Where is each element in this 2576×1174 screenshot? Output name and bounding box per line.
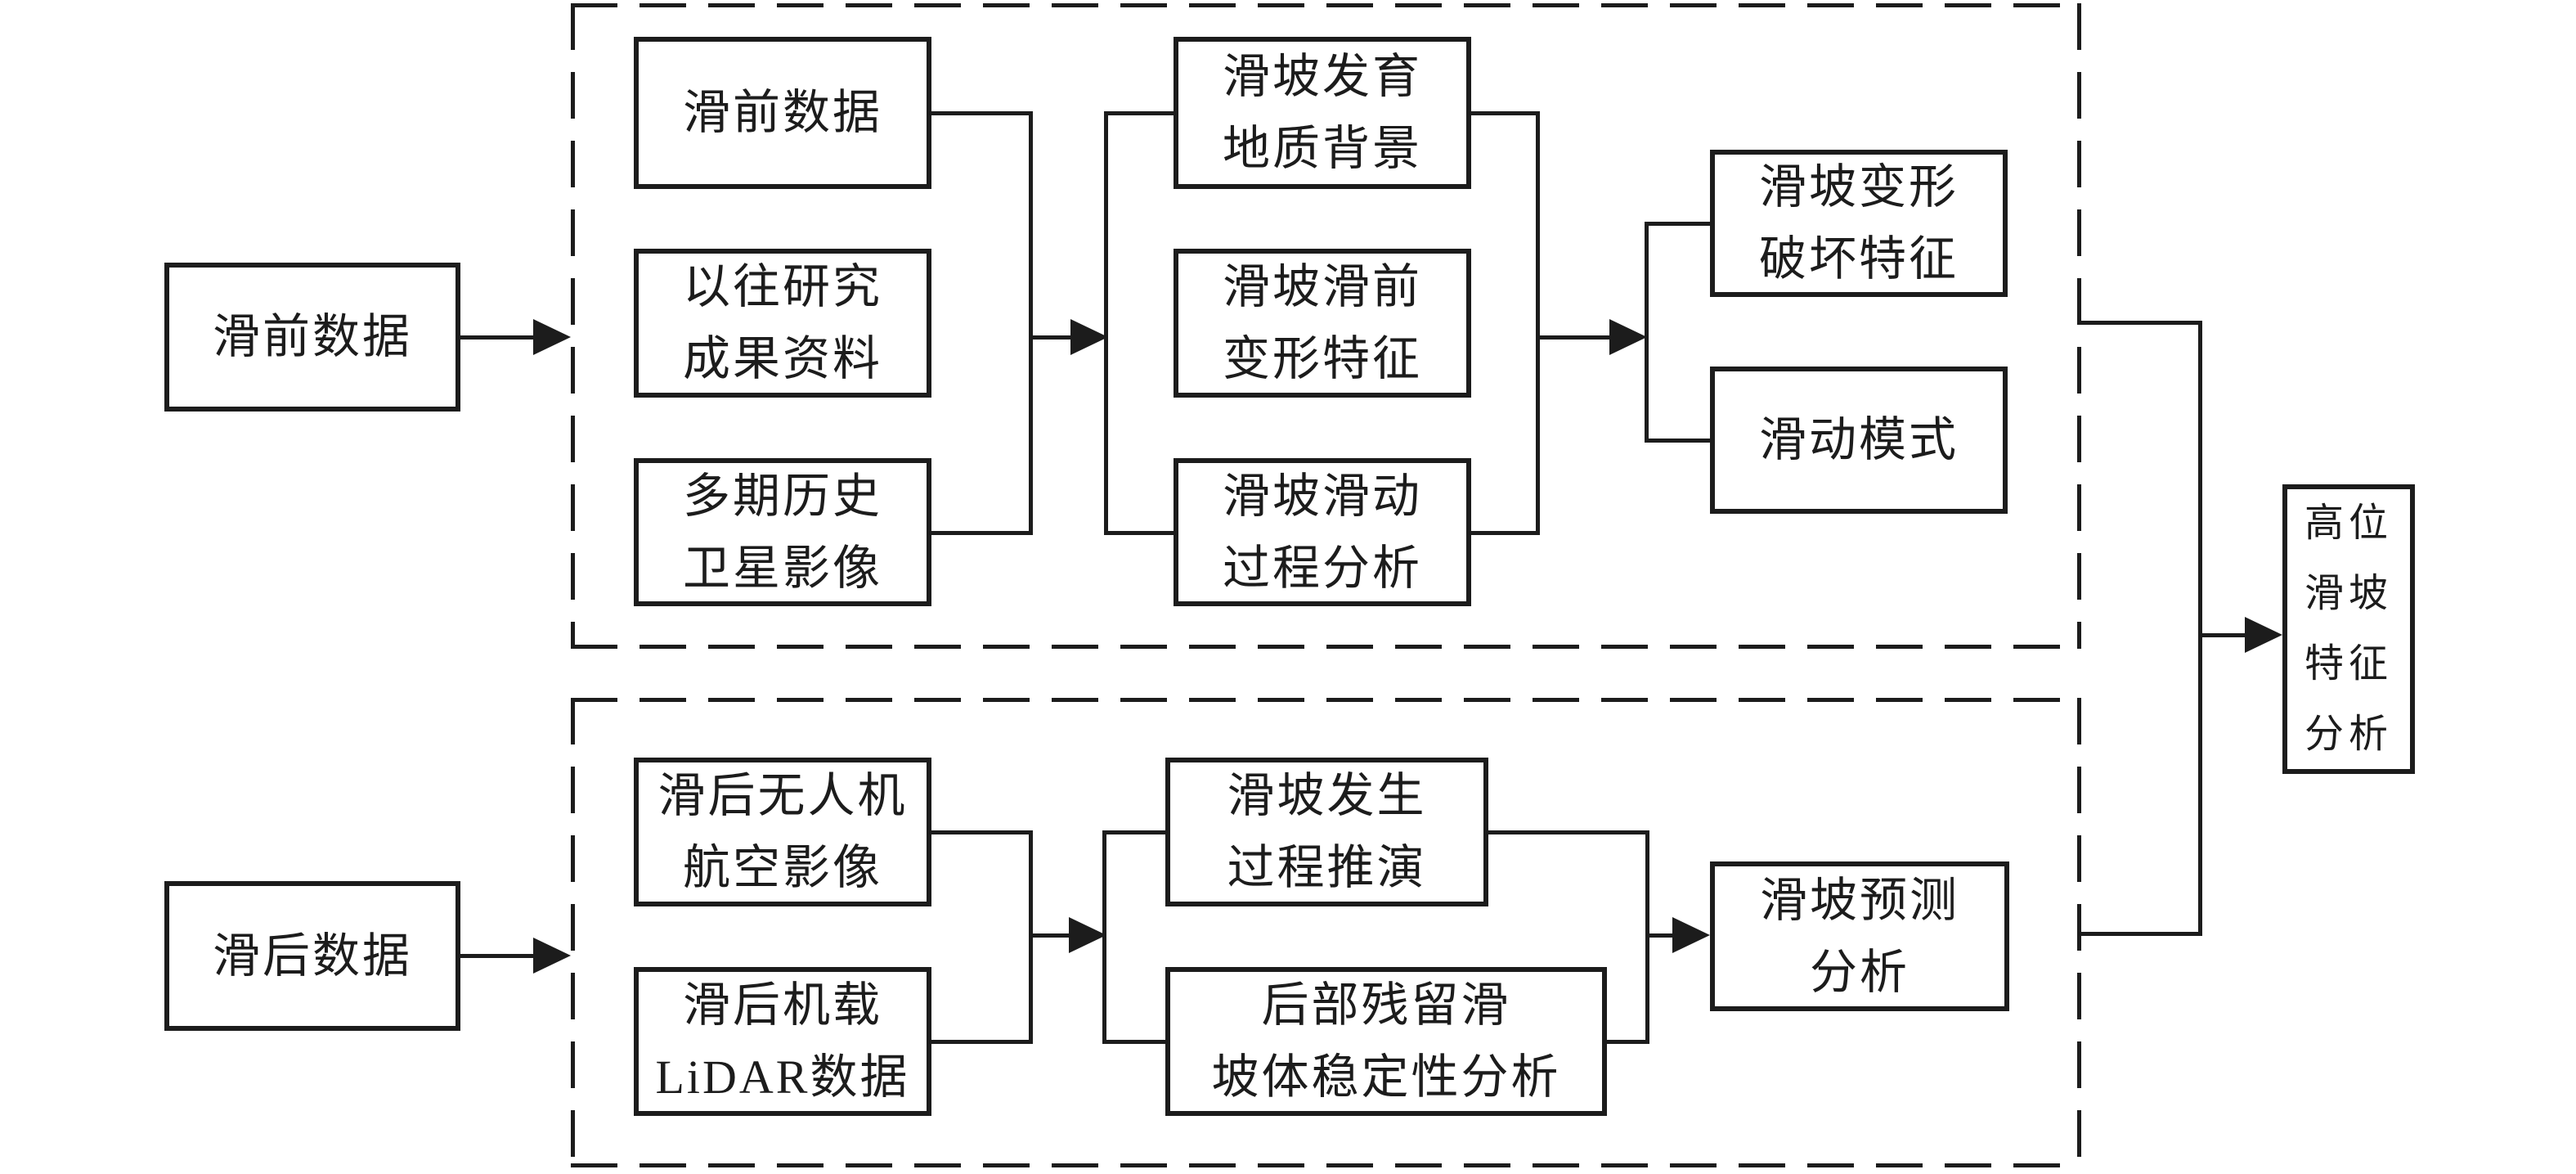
arrow-right-icon xyxy=(1672,917,1710,953)
connector-line xyxy=(1029,111,1033,535)
box-label: 滑后无人机 航空影像 xyxy=(657,769,908,894)
connector-line xyxy=(2077,932,2201,936)
connector-line xyxy=(1645,222,1649,443)
arrow-right-icon xyxy=(2245,617,2282,653)
connector-line xyxy=(1106,1040,1165,1044)
dashed-border-top xyxy=(571,698,2081,702)
dashed-border-right xyxy=(2077,3,2081,649)
connector-line xyxy=(460,335,536,340)
connector-line xyxy=(931,830,1033,834)
box-uav-aerial-images: 滑后无人机 航空影像 xyxy=(634,758,931,906)
box-label: 滑坡发生 过程推演 xyxy=(1227,769,1427,894)
box-historical-satellite-images: 多期历史 卫星影像 xyxy=(634,458,931,606)
connector-line xyxy=(1607,1040,1649,1044)
dashed-border-left xyxy=(571,698,575,1167)
box-geological-background: 滑坡发育 地质背景 xyxy=(1174,37,1471,189)
box-pre-slide-deformation: 滑坡滑前 变形特征 xyxy=(1174,249,1471,398)
box-label: 滑后数据 xyxy=(212,929,412,983)
connector-line xyxy=(460,954,536,958)
arrow-right-icon xyxy=(533,319,571,355)
connector-line xyxy=(931,1040,1033,1044)
box-high-position-analysis: 高位 滑坡 特征 分析 xyxy=(2282,484,2415,774)
box-deformation-failure-characteristics: 滑坡变形 破坏特征 xyxy=(1710,150,2008,297)
connector-line xyxy=(1647,439,1710,443)
connector-line xyxy=(2198,321,2202,936)
arrow-right-icon xyxy=(1609,319,1647,355)
box-label: 后部残留滑 坡体稳定性分析 xyxy=(1211,978,1561,1104)
dashed-border-bottom xyxy=(571,645,2081,649)
box-label: 高位 滑坡 特征 分析 xyxy=(2304,502,2393,756)
connector-line xyxy=(1471,531,1540,535)
box-occurrence-process: 滑坡发生 过程推演 xyxy=(1165,758,1488,906)
connector-line xyxy=(1536,335,1611,340)
box-label: 滑前数据 xyxy=(212,310,412,363)
connector-line xyxy=(1106,830,1165,834)
connector-line xyxy=(931,111,1033,115)
connector-line xyxy=(1471,111,1540,115)
dashed-border-left xyxy=(571,3,575,649)
connector-line xyxy=(1108,531,1174,535)
pre-slide-section-frame xyxy=(571,3,2081,649)
box-label: 滑坡发育 地质背景 xyxy=(1222,50,1422,175)
dashed-border-top xyxy=(571,3,2081,7)
box-label: 以往研究 成果资料 xyxy=(682,260,882,385)
connector-line xyxy=(1645,933,1674,938)
box-post-slide-data-input: 滑后数据 xyxy=(164,881,460,1031)
box-landslide-prediction: 滑坡预测 分析 xyxy=(1710,861,2009,1011)
connector-line xyxy=(1029,335,1074,340)
connector-line xyxy=(1102,830,1106,1044)
dashed-border-bottom xyxy=(571,1163,2081,1167)
box-label: 滑坡滑前 变形特征 xyxy=(1222,260,1422,385)
box-previous-research: 以往研究 成果资料 xyxy=(634,249,931,398)
box-pre-slide-data-input: 滑前数据 xyxy=(164,263,460,412)
box-label: 滑后机载 LiDAR数据 xyxy=(655,978,910,1104)
box-residual-stability: 后部残留滑 坡体稳定性分析 xyxy=(1165,967,1607,1116)
box-pre-slide-data: 滑前数据 xyxy=(634,37,931,189)
box-label: 滑坡滑动 过程分析 xyxy=(1222,469,1422,595)
box-sliding-mode: 滑动模式 xyxy=(1710,367,2008,514)
box-label: 滑坡变形 破坏特征 xyxy=(1758,160,1959,286)
box-label: 多期历史 卫星影像 xyxy=(682,469,882,595)
connector-line xyxy=(1104,111,1108,535)
arrow-right-icon xyxy=(533,938,571,974)
connector-line xyxy=(1647,222,1710,226)
box-sliding-process-analysis: 滑坡滑动 过程分析 xyxy=(1174,458,1471,606)
connector-line xyxy=(2077,321,2201,325)
connector-line xyxy=(1536,111,1540,535)
box-label: 滑动模式 xyxy=(1758,413,1959,466)
arrow-right-icon xyxy=(1070,319,1108,355)
box-label: 滑前数据 xyxy=(682,86,882,139)
connector-line xyxy=(931,531,1033,535)
connector-line xyxy=(2198,633,2247,637)
arrow-right-icon xyxy=(1069,917,1106,953)
connector-line xyxy=(1488,830,1649,834)
box-airborne-lidar: 滑后机载 LiDAR数据 xyxy=(634,967,931,1116)
connector-line xyxy=(1108,111,1174,115)
box-label: 滑坡预测 分析 xyxy=(1759,873,1959,999)
connector-line xyxy=(1029,933,1071,938)
